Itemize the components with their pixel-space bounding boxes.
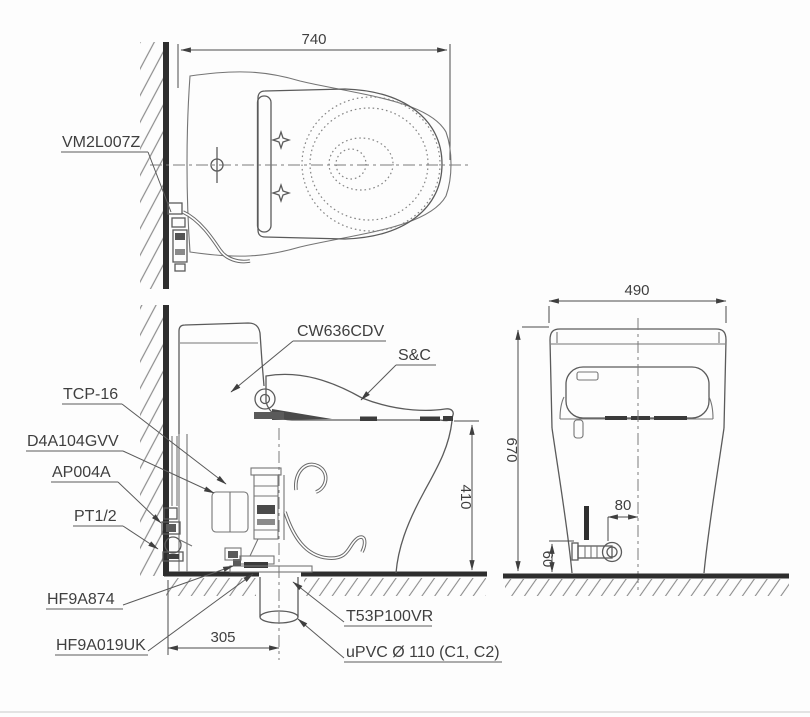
bowl-rim-outer-hidden xyxy=(301,96,441,232)
wall-section-side xyxy=(163,305,169,576)
bowl-front-profile xyxy=(395,420,453,574)
front-view: 490 670 xyxy=(503,282,789,596)
washlet-front xyxy=(559,366,714,439)
flush-mechanism xyxy=(171,436,367,573)
flush-lever-tab xyxy=(573,419,584,439)
label-fill-valve: TCP-16 xyxy=(62,386,227,485)
label-upvc110: uPVC Ø 110 (C1, C2) xyxy=(346,644,500,661)
dim-740: 740 xyxy=(301,31,326,48)
label-supply-valve: VM2L007Z xyxy=(61,134,172,213)
dim-670: 670 xyxy=(503,437,520,462)
dimension-valve-offset: 80 xyxy=(607,497,639,541)
label-ap004a: AP004A xyxy=(52,464,111,481)
label-angle-valve: AP004A xyxy=(51,464,162,524)
label-cw636cdv: CW636CDV xyxy=(297,323,384,340)
bowl-body-outline xyxy=(186,71,452,257)
label-sc: S&C xyxy=(398,347,431,364)
seat-underside-shadow xyxy=(272,409,332,420)
floor-hatching-right xyxy=(304,578,486,596)
label-wall-thread: PT1/2 xyxy=(73,508,159,550)
water-surface-hidden xyxy=(328,137,394,191)
wall-hatching-side xyxy=(140,305,163,576)
dim-490: 490 xyxy=(624,282,649,299)
side-view: 410 305 TCP-16 D4A104GVV AP004A PT1/2 xyxy=(26,305,502,663)
dim-305: 305 xyxy=(210,629,235,646)
label-flange: HF9A019UK xyxy=(55,573,254,656)
label-hf9a019uk: HF9A019UK xyxy=(56,637,146,654)
tank-profile xyxy=(178,322,265,572)
dimension-overall-height: 670 xyxy=(503,326,549,572)
dimension-overall-depth: 740 xyxy=(177,31,451,160)
seat-hinge-cover xyxy=(256,95,272,233)
label-vm2l007z: VM2L007Z xyxy=(62,134,140,151)
valve-handle xyxy=(584,506,589,540)
seat-bolt-cap-top xyxy=(270,129,292,151)
label-hf9a874: HF9A874 xyxy=(47,591,115,608)
supply-valve-front xyxy=(571,506,623,563)
label-seat-cover: S&C xyxy=(360,347,436,401)
label-flange-seal: HF9A874 xyxy=(46,565,234,610)
dim-60: 60 xyxy=(539,551,556,568)
dim-80: 80 xyxy=(615,497,632,514)
seat-lid-outline xyxy=(257,88,443,240)
label-t53p100vr: T53P100VR xyxy=(346,608,433,625)
floor-hatching-front xyxy=(505,579,789,596)
label-toilet-model: CW636CDV xyxy=(230,323,386,393)
label-flush-unit: D4A104GVV xyxy=(26,433,215,494)
bowl-rim-inner-hidden xyxy=(309,107,429,221)
dimension-overall-width: 490 xyxy=(548,282,727,323)
hinge-base xyxy=(254,412,284,419)
dimension-seat-height: 410 xyxy=(454,420,479,571)
dimension-rough-in: 305 xyxy=(167,580,280,655)
label-d4a104gvv: D4A104GVV xyxy=(27,433,119,450)
label-drain-socket: T53P100VR xyxy=(292,581,433,627)
label-pt12: PT1/2 xyxy=(74,508,117,525)
label-drain-pipe: uPVC Ø 110 (C1, C2) xyxy=(297,618,502,663)
dimension-valve-height: 60 xyxy=(539,540,574,573)
washlet-seat-profile xyxy=(254,373,454,422)
angle-valve-side xyxy=(161,507,193,562)
tank-lid-knob xyxy=(210,147,224,183)
trap-opening-hidden xyxy=(335,148,367,180)
plan-view: 740 VM2L0 xyxy=(61,31,468,289)
supply-valve-plan xyxy=(167,202,251,272)
seat-bolt-cap-bottom xyxy=(270,182,292,204)
label-tcp16: TCP-16 xyxy=(63,386,118,403)
floor-hatching-left xyxy=(166,578,256,596)
dim-410: 410 xyxy=(457,484,474,509)
